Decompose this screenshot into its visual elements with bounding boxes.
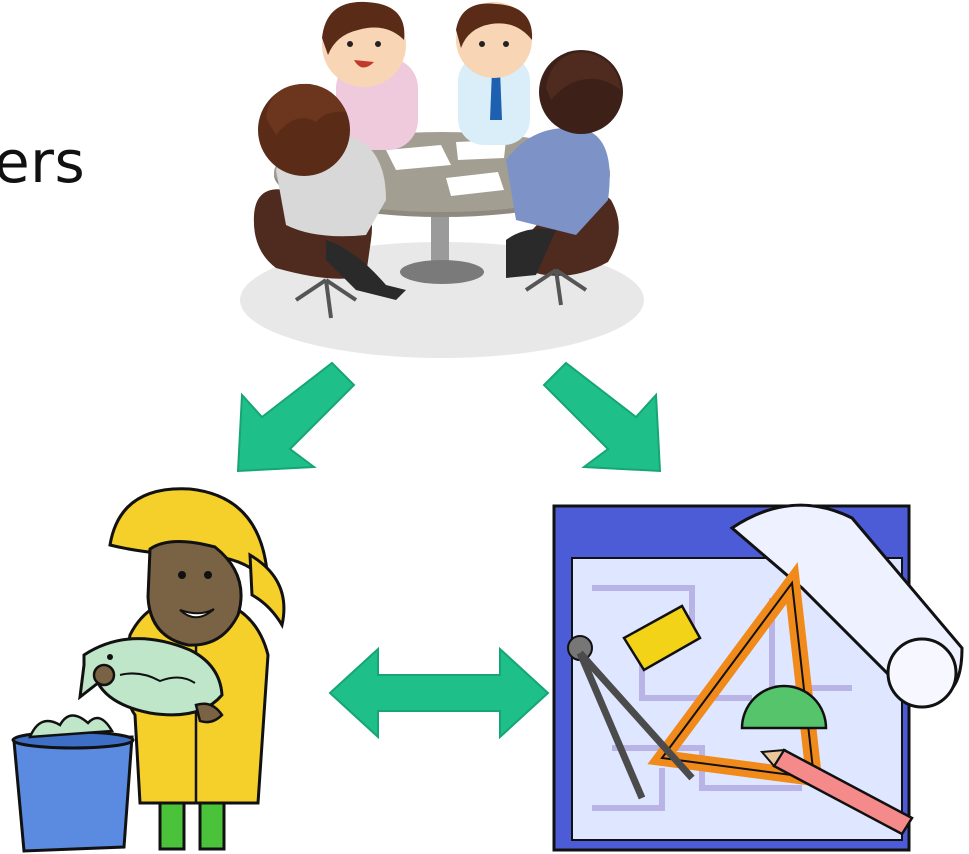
slide-heading-fragment: ers <box>0 128 86 196</box>
fisherman-illustration <box>11 487 286 853</box>
arrow-down-left-icon <box>236 361 356 473</box>
arrow-down-right-icon <box>542 361 662 473</box>
blueprint-illustration <box>552 503 964 852</box>
meeting-illustration <box>240 1 644 358</box>
double-arrow-icon <box>328 646 550 740</box>
